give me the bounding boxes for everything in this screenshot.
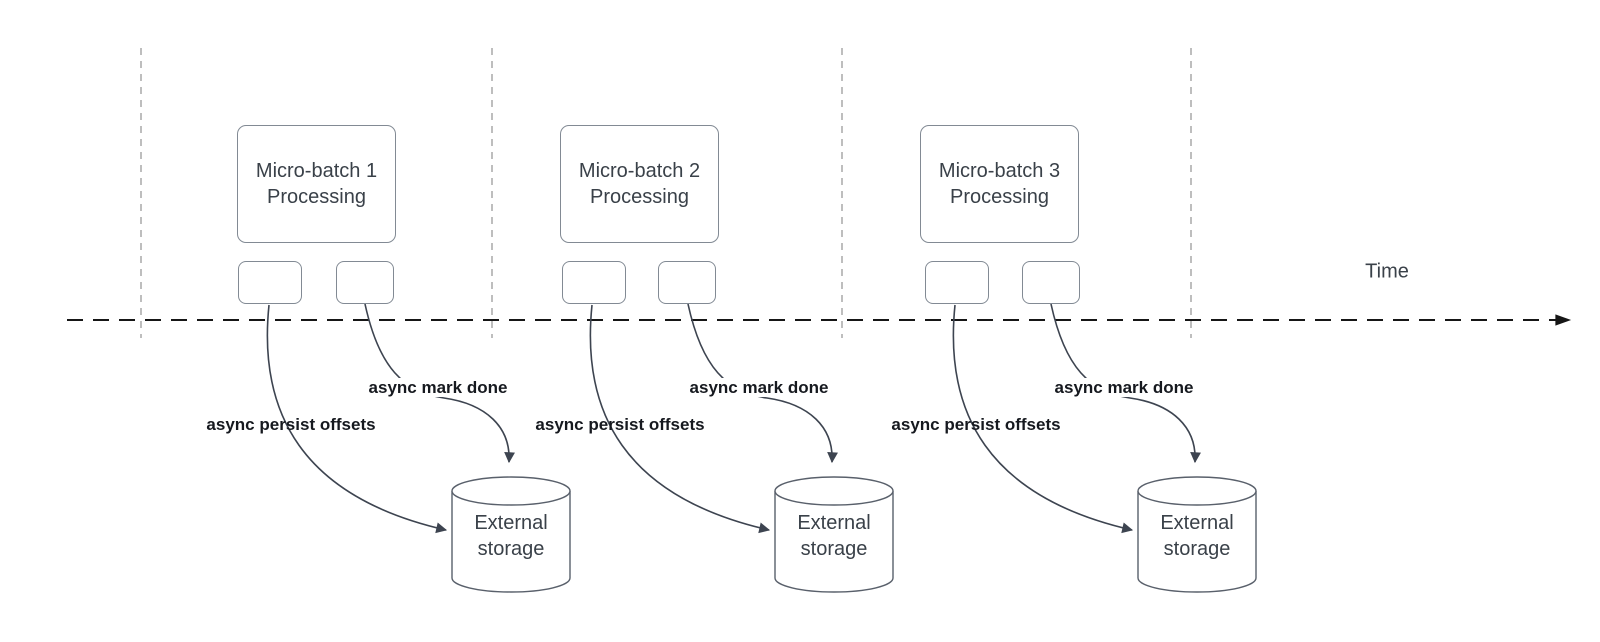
external-storage-label-3: External storage	[1160, 512, 1234, 560]
micro-batch-1-box: Micro-batch 1 Processing	[237, 125, 396, 243]
persist-offsets-arrow-3	[952, 304, 1134, 534]
micro-batch-1-title-line2: Processing	[267, 186, 366, 208]
offset-task-box-1	[238, 261, 302, 304]
offset-task-box-2	[562, 261, 626, 304]
mark-done-label-3: async mark done	[1051, 378, 1197, 398]
persist-offsets-label-2: async persist offsets	[535, 415, 705, 434]
mark-done-arrow-2	[687, 303, 838, 464]
persist-offsets-label-3: async persist offsets	[891, 415, 1061, 434]
micro-batch-3-box: Micro-batch 3 Processing	[920, 125, 1079, 243]
external-storage-label-2: External storage	[797, 512, 871, 560]
commit-task-box-3	[1022, 261, 1080, 304]
persist-offsets-label-1: async persist offsets	[206, 415, 376, 434]
mark-done-label-1: async mark done	[365, 378, 511, 398]
offset-task-box-3	[925, 261, 989, 304]
mark-done-arrow-3	[1050, 303, 1201, 464]
persist-offsets-arrow-1	[266, 304, 448, 534]
time-axis-label: Time	[1365, 260, 1409, 283]
storage-cylinder-3	[1137, 476, 1257, 593]
mark-done-arrow-1	[364, 303, 515, 464]
micro-batch-3-title-line1: Micro-batch 3	[938, 160, 1061, 182]
micro-batch-3-title-line2: Processing	[950, 186, 1049, 208]
storage-cylinder-1	[451, 476, 571, 593]
commit-task-box-2	[658, 261, 716, 304]
micro-batch-1-title-line1: Micro-batch 1	[255, 160, 378, 182]
persist-offsets-arrow-2	[589, 304, 771, 534]
micro-batch-2-title-line2: Processing	[590, 186, 689, 208]
external-storage-label-1: External storage	[474, 512, 548, 560]
micro-batch-2-box: Micro-batch 2 Processing	[560, 125, 719, 243]
mark-done-label-2: async mark done	[686, 378, 832, 398]
micro-batch-2-title-line1: Micro-batch 2	[578, 160, 701, 182]
storage-cylinder-2	[774, 476, 894, 593]
commit-task-box-1	[336, 261, 394, 304]
